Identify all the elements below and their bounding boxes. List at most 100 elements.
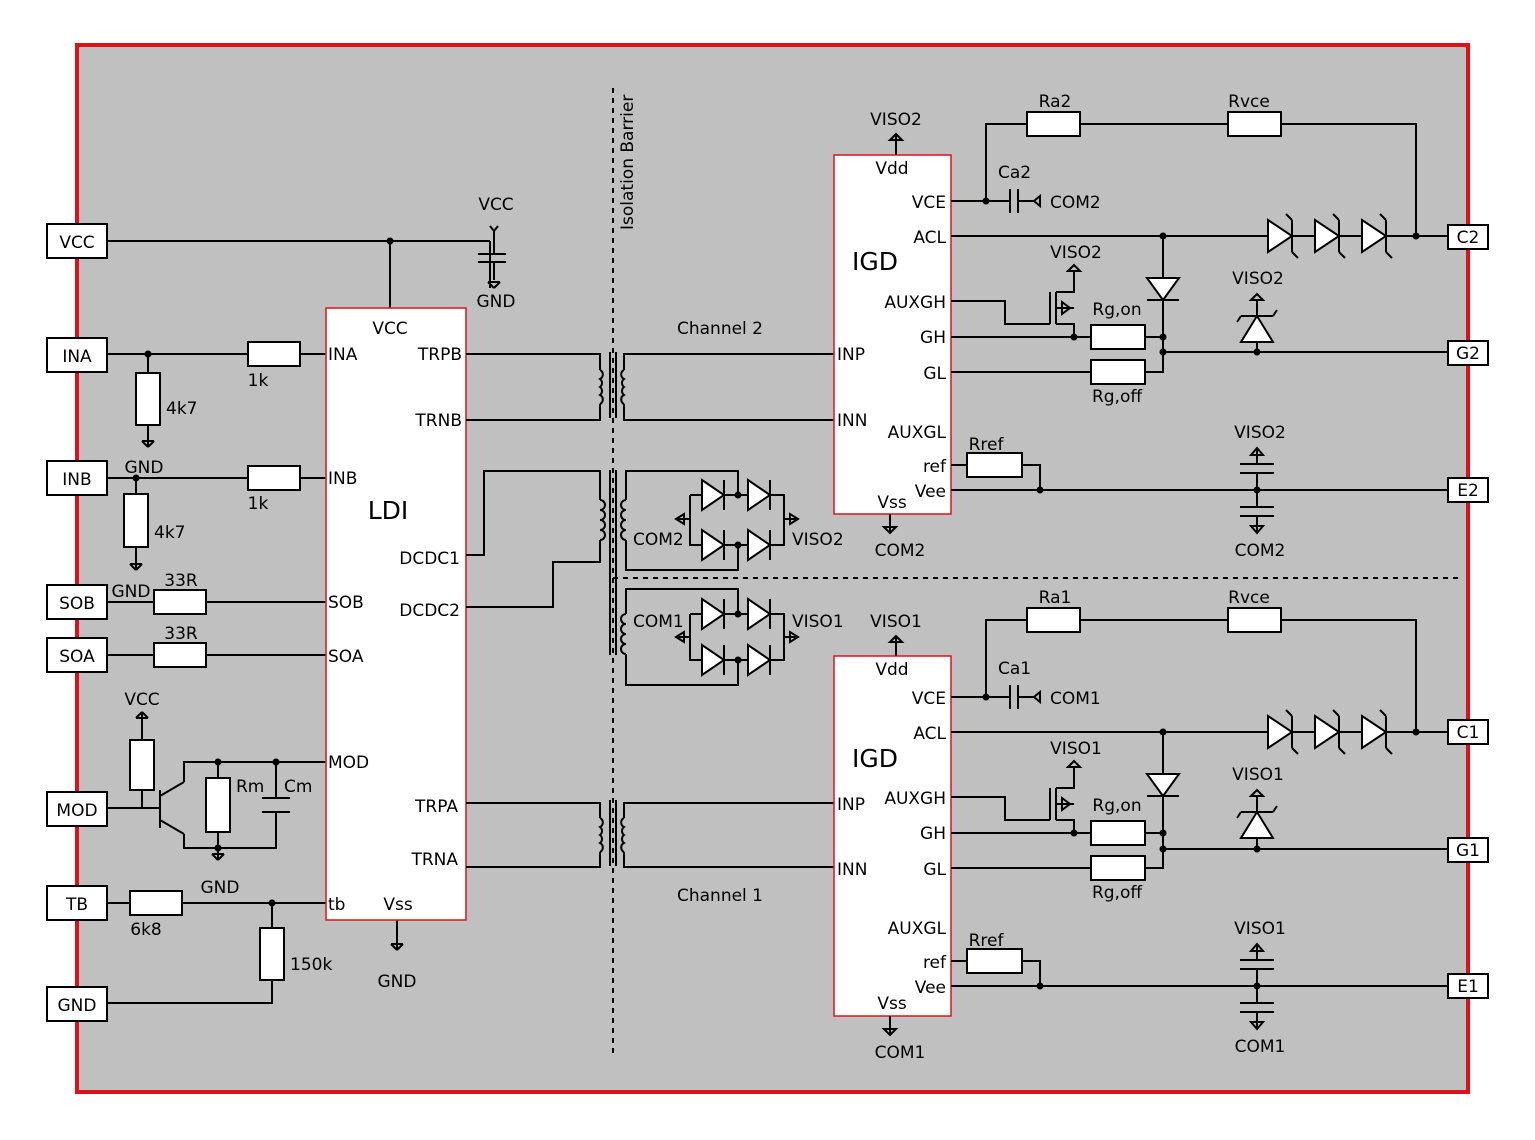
ldi-pin-tb: tb [328, 895, 345, 915]
label-viso2-zener: VISO2 [1232, 269, 1284, 289]
connector-c2 [1447, 224, 1489, 250]
igd1-pin-vee: Vee [915, 978, 946, 998]
connector-e2 [1447, 477, 1489, 503]
label-viso1-igd: VISO1 [870, 612, 922, 632]
igd2-pin-auxgl: AUXGL [888, 423, 947, 443]
board [75, 43, 1470, 1094]
label-viso1-dcdc: VISO1 [792, 612, 844, 632]
connector-gnd-label: GND [58, 996, 97, 1016]
connector-inb [46, 460, 108, 496]
label-viso2-vee: VISO2 [1234, 423, 1286, 443]
igd2-pin-auxgh: AUXGH [884, 293, 946, 313]
igd2-pin-inp: INP [837, 345, 865, 365]
label-r-tb: 6k8 [130, 920, 161, 940]
igd2-pin-vce: VCE [912, 193, 946, 213]
connector-c1 [1447, 719, 1489, 745]
connector-soa-label: SOA [59, 647, 95, 667]
label-ca1: Ca1 [998, 659, 1031, 679]
igd1-pin-auxgh: AUXGH [884, 789, 946, 809]
connector-vcc-label: VCC [59, 233, 94, 253]
connector-e2-label: E2 [1457, 481, 1479, 501]
igd2-title: IGD [852, 247, 898, 276]
label-r-soa: 33R [164, 624, 198, 644]
label-r-inb: 1k [248, 494, 269, 514]
ldi-pin-inb: INB [328, 469, 357, 489]
igd2-pin-ref: ref [923, 457, 947, 477]
isolation-section: Isolation Barrier Channel 2 Channel 1 CO… [466, 88, 1462, 1058]
label-rref-2: Rref [969, 435, 1005, 455]
connector-tb [46, 885, 108, 921]
label-rvce-2: Rvce [1228, 92, 1270, 112]
label-viso2-dcdc: VISO2 [792, 530, 844, 550]
label-gnd-inb: GND [112, 582, 151, 602]
connector-inb-label: INB [62, 470, 91, 490]
ldi-pin-vcc: VCC [372, 319, 407, 339]
ldi-pin-dcdc1: DCDC1 [399, 549, 460, 569]
connector-e1-label: E1 [1457, 977, 1479, 997]
label-rvce-1: Rvce [1228, 588, 1270, 608]
label-vcc-cap: VCC [478, 195, 513, 215]
label-viso1-vee: VISO1 [1234, 919, 1286, 939]
label-gnd-cap: GND [477, 292, 516, 312]
ldi-pin-vss: Vss [383, 895, 412, 915]
label-gnd-ldi: GND [378, 972, 417, 992]
ldi-pin-mod: MOD [328, 753, 369, 773]
ldi-pin-trpa: TRPA [414, 797, 458, 817]
label-rg-off-2: Rg,off [1092, 387, 1143, 407]
ldi-title: LDI [368, 496, 409, 525]
igd1-pin-gl: GL [923, 860, 946, 880]
label-com1-vee: COM1 [1235, 1037, 1286, 1057]
igd2-pin-inn: INN [837, 411, 867, 431]
label-rg-off-1: Rg,off [1092, 883, 1143, 903]
igd1-pin-auxgl: AUXGL [888, 919, 947, 939]
ldi-pin-soa: SOA [328, 647, 364, 667]
resistors-left [123, 341, 301, 981]
connector-c2-label: C2 [1457, 228, 1480, 248]
label-com2-igd: COM2 [875, 541, 926, 561]
channel2-label: Channel 2 [677, 319, 763, 339]
connector-mod-label: MOD [56, 801, 97, 821]
igd1-title: IGD [852, 744, 898, 773]
ldi-pin-trna: TRNA [410, 850, 458, 870]
channel2-output-stage: IGD Vdd VCE ACL AUXGH GH GL INP INN AUXG… [833, 92, 1448, 561]
igd1-pin-ref: ref [923, 953, 947, 973]
label-ca2: Ca2 [998, 163, 1031, 183]
label-r-inb-pd: 4k7 [154, 523, 185, 543]
label-viso1-mosfet: VISO1 [1050, 739, 1102, 759]
igd1-pin-inn: INN [837, 860, 867, 880]
connector-sob [46, 584, 108, 620]
label-com1-igd: COM1 [875, 1043, 926, 1063]
label-com2-dcdc: COM2 [633, 530, 684, 550]
ldi-pin-trpb: TRPB [417, 345, 462, 365]
label-gnd-mod: GND [201, 878, 240, 898]
connector-vcc [46, 223, 108, 259]
connectors-right: C2 G2 E2 C1 G1 E1 [1447, 224, 1489, 999]
wiring [107, 225, 506, 1004]
left-component-labels: VCC GND 1k 4k7 GND 1k 4k7 GND 33R 33R VC… [112, 195, 516, 992]
label-r-sob: 33R [164, 571, 198, 591]
connector-g2-label: G2 [1456, 344, 1480, 364]
label-r-tb-pd: 150k [290, 955, 332, 975]
connector-tb-label: TB [65, 895, 88, 915]
label-rm: Rm [236, 777, 264, 797]
label-com2-vee: COM2 [1235, 541, 1286, 561]
channel1-output-stage: IGD Vdd VCE ACL AUXGH GH GL INP INN AUXG… [833, 588, 1448, 1063]
label-vcc-mod: VCC [124, 690, 159, 710]
label-viso2-igd: VISO2 [870, 110, 922, 130]
label-rref-1: Rref [969, 931, 1005, 951]
label-com1-dcdc: COM1 [633, 612, 684, 632]
igd1-pin-acl: ACL [913, 724, 946, 744]
label-com2-ca2: COM2 [1050, 193, 1101, 213]
igd1-pin-inp: INP [837, 795, 865, 815]
label-ra1: Ra1 [1039, 588, 1072, 608]
label-ra2: Ra2 [1039, 92, 1072, 112]
igd2-pin-gl: GL [923, 364, 946, 384]
igd2-pin-vss: Vss [877, 493, 906, 513]
connector-soa [46, 637, 108, 673]
igd2-pin-acl: ACL [913, 228, 946, 248]
ldi-pin-sob: SOB [328, 593, 364, 613]
ldi-pin-ina: INA [328, 345, 358, 365]
label-r-ina-pd: 4k7 [166, 399, 197, 419]
isolation-barrier-label: Isolation Barrier [618, 95, 638, 230]
ldi-pin-trnb: TRNB [414, 411, 462, 431]
